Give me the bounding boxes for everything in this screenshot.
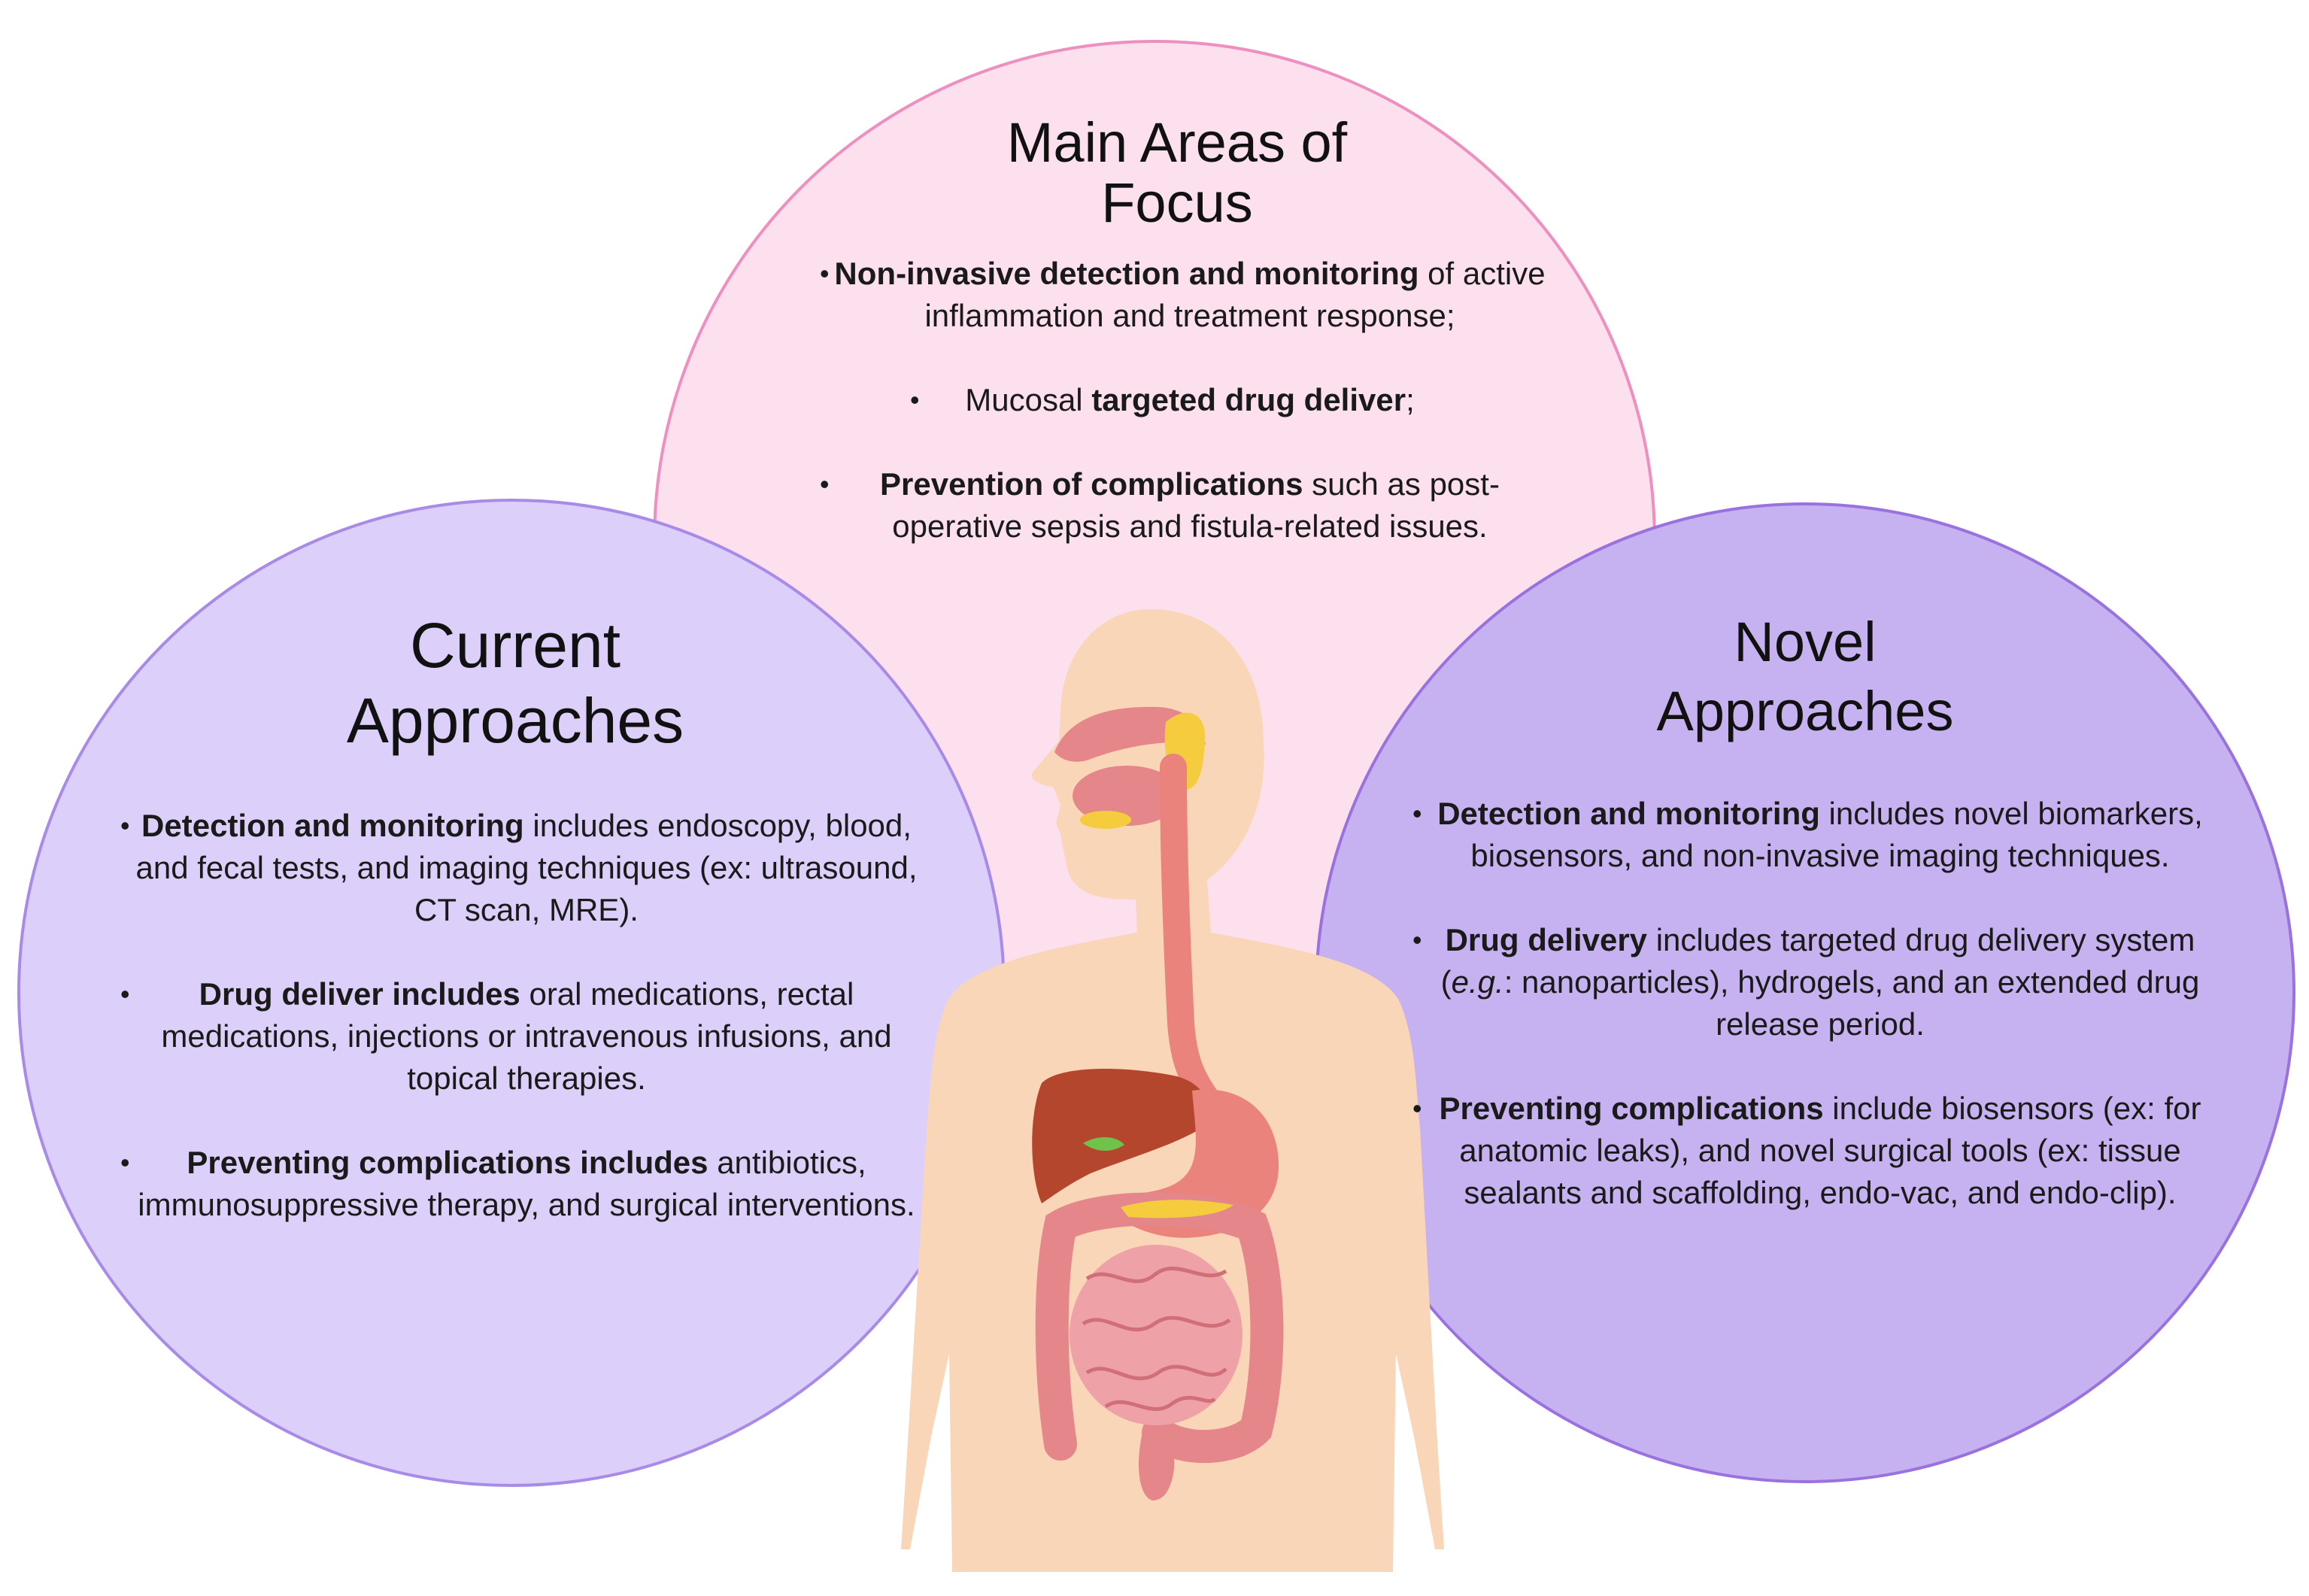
list-item: Preventing complications includes antibi… — [98, 1142, 933, 1226]
rectum — [1138, 1428, 1175, 1500]
current-approaches-title: Current Approaches — [98, 608, 933, 758]
novel-approaches-list: Detection and monitoring includes novel … — [1384, 793, 2226, 1214]
novel-approaches-title: Novel Approaches — [1384, 608, 2226, 746]
pancreas — [1121, 1200, 1233, 1218]
current-title-line1: Current — [409, 610, 621, 681]
mouth-cavity — [1073, 766, 1181, 826]
list-item: Preventing complications include biosens… — [1384, 1088, 2226, 1214]
digestive-organs-illustration — [1032, 706, 1284, 1500]
large-intestine — [1035, 1192, 1284, 1464]
main-focus-title-line1: Main Areas of — [1006, 111, 1348, 174]
current-approaches-panel: Current Approaches Detection and monitor… — [98, 608, 933, 1268]
main-focus-panel: Main Areas of Focus Non-invasive detecti… — [782, 113, 1564, 590]
list-item: Prevention of complications such as post… — [782, 463, 1564, 548]
gallbladder — [1083, 1136, 1124, 1151]
small-intestine-folds — [1082, 1266, 1231, 1412]
list-item: Mucosal targeted drug deliver; — [782, 379, 1564, 421]
esophagus — [1160, 754, 1224, 1119]
main-focus-title: Main Areas of Focus — [782, 113, 1564, 233]
novel-approaches-panel: Novel Approaches Detection and monitorin… — [1384, 608, 2226, 1256]
lower-salivary-gland — [1080, 811, 1131, 829]
current-title-line2: Approaches — [346, 685, 684, 756]
novel-title-line1: Novel — [1734, 611, 1877, 673]
list-item: Detection and monitoring includes novel … — [1384, 793, 2226, 877]
main-focus-title-line2: Focus — [1101, 171, 1253, 234]
list-item: Drug delivery includes targeted drug del… — [1384, 919, 2226, 1045]
main-focus-list: Non-invasive detection and monitoring of… — [782, 253, 1564, 548]
novel-title-line2: Approaches — [1656, 680, 1954, 742]
current-approaches-list: Detection and monitoring includes endosc… — [98, 805, 933, 1226]
list-item: Non-invasive detection and monitoring of… — [782, 253, 1564, 337]
list-item: Drug deliver includes oral medications, … — [98, 973, 933, 1100]
small-intestine — [1070, 1245, 1242, 1425]
list-item: Detection and monitoring includes endosc… — [98, 805, 933, 931]
liver — [1032, 1068, 1209, 1203]
